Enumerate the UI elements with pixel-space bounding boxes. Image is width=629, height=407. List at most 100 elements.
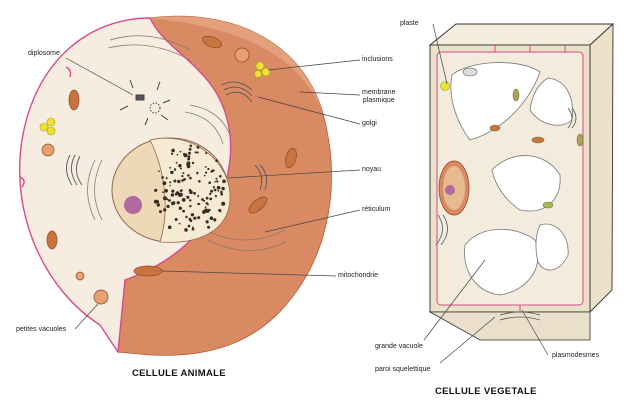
plant-golgi (435, 107, 577, 321)
chromatin-dots (153, 144, 226, 232)
chromatin-dot (205, 220, 209, 224)
chromatin-dot (201, 198, 204, 201)
chromatin-dot (187, 174, 190, 177)
membrane-notch (19, 176, 25, 188)
chromatin-dot (176, 154, 179, 156)
chromatin-dot (169, 181, 172, 184)
animal-mitochondria (46, 35, 297, 277)
chromatin-dot (221, 186, 225, 191)
plant-top-face (428, 23, 615, 46)
chromatin-dot (220, 190, 223, 194)
chromatin-dot (187, 155, 191, 159)
chromatin-dot (158, 170, 160, 172)
chromatin-dot (185, 215, 188, 219)
chromatin-dot (162, 181, 167, 186)
chromatin-dot (219, 210, 222, 213)
chromatin-dot (186, 164, 191, 169)
chromatin-dot (189, 144, 193, 148)
label-inclusions: inclusions (362, 56, 393, 63)
chromatin-dot (188, 217, 192, 221)
title-cellule-animale: CELLULE ANIMALE (132, 368, 226, 379)
chromatin-dot (219, 175, 222, 178)
diplosome-shape (119, 79, 171, 126)
chromatin-dot (215, 177, 218, 180)
chromatin-dot (213, 188, 217, 192)
chromatin-dot (180, 167, 182, 170)
chromatin-dot (193, 191, 196, 195)
cut-face-highlight (150, 16, 322, 110)
chromatin-dot (217, 189, 220, 192)
chromatin-dot (205, 171, 208, 174)
animal-cell (18, 15, 332, 356)
chromatin-dot (202, 210, 206, 214)
chromatin-dot (216, 180, 219, 183)
chromatin-dot (208, 181, 211, 184)
chromatin-dot (162, 191, 165, 194)
chromatin-dot (205, 196, 209, 200)
chromatin-dot (214, 195, 217, 198)
chromatin-dot (210, 189, 214, 193)
chromatin-dot (187, 157, 191, 161)
chromatin-dot (178, 206, 182, 210)
chromatin-dot (181, 198, 186, 202)
chromatin-dot (196, 171, 199, 175)
plant-nucleus (438, 160, 470, 216)
chromatin-dot (209, 197, 213, 201)
chromatin-dot (192, 228, 195, 231)
chromatin-dot (197, 195, 200, 197)
chromatin-dot (164, 189, 168, 193)
chromatin-dot (176, 201, 180, 205)
chromatin-dot (165, 177, 168, 180)
chromatin-dot (188, 188, 192, 192)
chromatin-dot (203, 174, 206, 177)
chromatin-dot (182, 172, 185, 175)
chromatin-dot (189, 176, 192, 180)
chromatin-dot (182, 209, 186, 213)
chromatin-dot (188, 151, 191, 155)
chromatin-dot (170, 193, 175, 197)
chromatin-dot (188, 147, 192, 151)
chromatin-dot (171, 170, 174, 173)
plant-side-face (589, 22, 614, 314)
chromatin-dot (203, 199, 206, 202)
plant-organelle (462, 67, 478, 77)
chromatin-dot (205, 152, 208, 155)
chromatin-dot (207, 167, 210, 171)
chromatin-dot (181, 175, 184, 178)
chromatin-dot (173, 179, 177, 183)
chromatin-dot (209, 192, 212, 196)
chromatin-dot (161, 176, 164, 179)
plant-cell (428, 22, 615, 341)
animal-reticulum (87, 35, 287, 251)
chromatin-dot (156, 203, 160, 207)
chromatin-dot (171, 201, 175, 206)
chromatin-dot (213, 218, 217, 222)
plasmodesmes-marks (494, 45, 566, 312)
chromatin-dot (191, 226, 194, 229)
chromatin-dot (178, 192, 183, 197)
chromatin-dot (174, 192, 178, 196)
chromatin-dot (197, 202, 200, 206)
label-diplosome: diplosome (28, 50, 60, 57)
chromatin-dot (166, 198, 169, 201)
chromatin-dot (171, 189, 175, 193)
chromatin-dot (212, 169, 215, 172)
chromatin-dot (183, 178, 186, 181)
chromatin-dot (215, 159, 218, 163)
chromatin-dot (169, 166, 172, 169)
label-golgi: golgi (362, 120, 377, 127)
chromatin-dot (178, 164, 182, 168)
chromatin-dot (174, 218, 178, 221)
label-membrane-plasmique: membrane plasmique (362, 89, 396, 104)
chromatin-dot (204, 166, 207, 168)
chromatin-dot (186, 163, 188, 166)
animal-golgi (66, 81, 268, 191)
chromatin-dot (189, 204, 192, 208)
animal-nucleus (111, 137, 231, 243)
chromatin-dot (186, 195, 189, 198)
chromatin-dot (187, 224, 191, 228)
chromatin-dot (167, 225, 172, 230)
chromatin-dot (175, 161, 178, 164)
plant-bottom-face (428, 311, 591, 341)
